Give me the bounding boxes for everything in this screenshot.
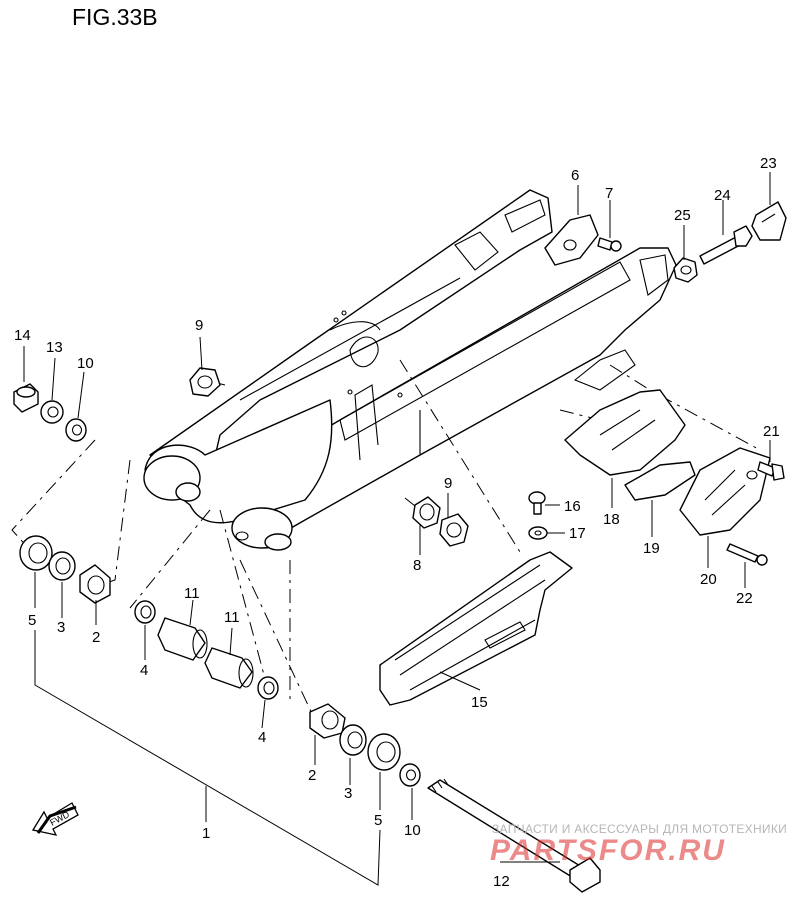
callout-22: 22: [736, 590, 753, 607]
bolt-7: [597, 237, 622, 252]
callout-6: 6: [571, 167, 579, 184]
callout-11-b: 11: [224, 609, 240, 626]
watermark-subtitle: ЗАПЧАСТИ И АКСЕССУАРЫ ДЛЯ МОТОТЕХНИКИ: [492, 822, 788, 836]
swingarm: [143, 189, 677, 551]
cap-9-mid: [439, 513, 469, 547]
washer-10-lower: [399, 763, 421, 787]
callout-5-left: 5: [28, 612, 36, 629]
callout-21: 21: [763, 423, 780, 440]
callout-10-lower: 10: [404, 822, 421, 839]
washer-17: [528, 526, 548, 540]
clip-23: [751, 201, 787, 241]
callout-18: 18: [603, 511, 620, 528]
callout-9-mid: 9: [444, 475, 452, 492]
seal-5-lower: [367, 733, 401, 771]
bolt-21: [757, 461, 785, 481]
callout-15: 15: [471, 694, 488, 711]
collar-4-lower: [257, 676, 279, 700]
callout-20: 20: [700, 571, 717, 588]
callout-14: 14: [14, 327, 31, 344]
callout-19: 19: [643, 540, 660, 557]
callout-13: 13: [46, 339, 63, 356]
callout-12: 12: [493, 873, 510, 890]
watermark-logo: PARTSFOR.RU: [490, 834, 726, 867]
callout-labels: 1 2 2 3 3 4 4 5 5 6 7 8 9 9 10 10 11 11 …: [14, 155, 780, 890]
chain-guide-18: [564, 389, 686, 476]
callout-8: 8: [413, 557, 421, 574]
bearing-2-lower: [309, 703, 346, 739]
bearing-8: [412, 496, 441, 529]
pivot-bolt-12: [427, 778, 601, 893]
fwd-arrow-icon: FWD: [31, 802, 79, 836]
callout-1: 1: [202, 825, 210, 842]
callout-3-left: 3: [57, 619, 65, 636]
callout-16: 16: [564, 498, 581, 515]
nut-14: [13, 383, 39, 413]
seal-5-left: [19, 535, 53, 571]
callout-2-lower: 2: [308, 767, 316, 784]
callout-23: 23: [760, 155, 777, 172]
callout-4-upper: 4: [140, 662, 148, 679]
washer-13: [40, 400, 64, 424]
callout-11-a: 11: [184, 585, 200, 602]
callout-5-lower: 5: [374, 812, 382, 829]
callout-3-lower: 3: [344, 785, 352, 802]
nut-25: [673, 257, 698, 283]
callout-9-upper: 9: [195, 317, 203, 334]
washer-10-left: [65, 418, 87, 442]
ring-3-lower: [339, 724, 367, 756]
figure-title: FIG.33B: [72, 4, 158, 30]
plate-6: [544, 214, 599, 266]
callout-4-lower: 4: [258, 729, 266, 746]
callout-25: 25: [674, 207, 691, 224]
cap-9-upper: [189, 367, 221, 397]
ring-3-left: [48, 551, 76, 581]
bearing-2-left: [79, 564, 111, 604]
chain-slider-15: [379, 551, 573, 706]
explosion-lines: [11, 359, 761, 721]
sleeve-11-a: [157, 617, 208, 661]
callout-17: 17: [569, 525, 586, 542]
collar-4-upper: [134, 600, 156, 624]
bracket-20: [679, 447, 771, 536]
sleeve-11-b: [204, 647, 254, 689]
callout-24: 24: [714, 187, 731, 204]
callout-2-left: 2: [92, 629, 100, 646]
pad-19: [624, 461, 696, 501]
callout-10-left: 10: [77, 355, 94, 372]
screw-16: [528, 491, 546, 515]
bolt-22: [726, 543, 768, 566]
bolt-24: [699, 225, 753, 265]
callout-7: 7: [605, 185, 613, 202]
leader-lines: [23, 172, 771, 886]
